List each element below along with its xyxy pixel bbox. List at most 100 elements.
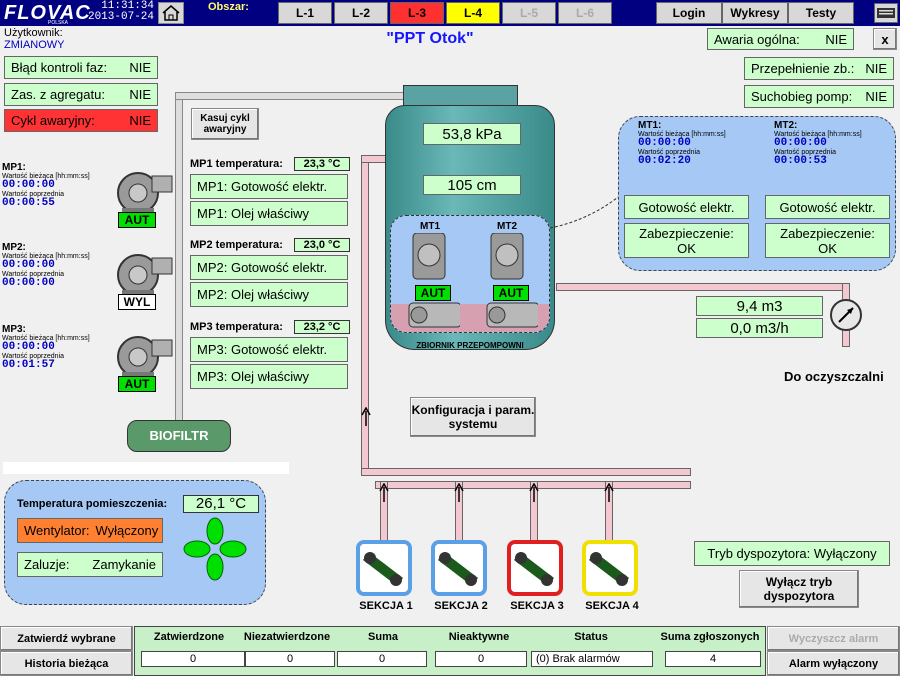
blower-mp2[interactable]: WYL: [108, 250, 174, 312]
line-3-button[interactable]: L-3: [390, 2, 444, 24]
biofilter[interactable]: BIOFILTR: [127, 420, 231, 452]
mp1-oil: MP1: Olej właściwy: [190, 201, 348, 226]
mp3-oil: MP3: Olej właściwy: [190, 364, 348, 389]
unconfirmed-count: 0: [245, 651, 335, 667]
room-temp-value: 26,1 °C: [183, 495, 259, 513]
column-header: Nieaktywne: [448, 631, 510, 643]
status-value: NIE: [129, 87, 151, 102]
login-button[interactable]: Login: [656, 2, 722, 24]
blower-icon: [117, 172, 173, 216]
pipe-outlet: [556, 283, 848, 291]
mp1-ready: MP1: Gotowość elektr.: [190, 174, 348, 199]
line-2-button[interactable]: L-2: [334, 2, 388, 24]
submersible-pump-icon: [486, 232, 540, 328]
previous-label: Wartość poprzednia: [638, 149, 700, 156]
status-value: NIE: [865, 61, 887, 76]
pump-mp3-timers: MP3: Wartość bieżąca [hh:mm:ss] 00:00:00…: [2, 325, 90, 371]
current-value: 00:00:00: [638, 137, 691, 149]
air-duct: [175, 92, 183, 422]
section-label: SEKCJA 2: [434, 600, 488, 612]
mp2-ready: MP2: Gotowość elektr.: [190, 255, 348, 280]
tests-button[interactable]: Testy: [788, 2, 854, 24]
line-6-button[interactable]: L-6: [558, 2, 612, 24]
confirm-selected-button[interactable]: Zatwierdź wybrane: [0, 626, 133, 651]
reset-emergency-cycle-button[interactable]: Kasuj cykl awaryjny: [191, 108, 259, 140]
mt1-timers: MT1: Wartość bieżąca [hh:mm:ss] 00:00:00…: [638, 121, 726, 167]
clear-alarm-button[interactable]: Wyczyszcz alarm: [767, 626, 900, 651]
keyboard-icon: [877, 8, 895, 18]
line-4-button[interactable]: L-4: [446, 2, 500, 24]
blank-strip: [3, 462, 289, 474]
blower-mp1[interactable]: AUT: [108, 168, 174, 230]
section-3[interactable]: SEKCJA 3: [507, 540, 567, 620]
section-1[interactable]: SEKCJA 1: [356, 540, 416, 620]
column-header: Niezatwierdzone: [243, 631, 331, 643]
protection-value: OK: [818, 240, 837, 256]
flow-volume: 9,4 m3: [696, 296, 823, 316]
keyboard-button[interactable]: [874, 3, 898, 23]
protection-label: Zabezpieczenie:: [639, 225, 734, 241]
mp2-temp-value: 23,0 °C: [294, 238, 350, 252]
alarm-status: (0) Brak alarmów: [531, 651, 653, 667]
gauge-icon: [830, 299, 862, 331]
charts-button[interactable]: Wykresy: [722, 2, 788, 24]
shutters-status[interactable]: Zaluzje:Zamykanie: [17, 552, 163, 577]
line-5-button[interactable]: L-5: [502, 2, 556, 24]
area-label: Obszar:: [208, 1, 249, 13]
current-label: Wartość bieżąca [hh:mm:ss]: [638, 131, 726, 138]
blower-icon: [117, 336, 173, 380]
shutters-value: Zamykanie: [92, 557, 156, 572]
section-label: SEKCJA 3: [510, 600, 564, 612]
protection-value: OK: [677, 240, 696, 256]
user-value: ZMIANOWY: [4, 39, 65, 51]
fan-value: Wyłączony: [95, 523, 159, 538]
previous-label: Wartość poprzednia: [2, 191, 64, 198]
mt-name: MT2:: [774, 120, 798, 131]
flow-arrow-up-icon: [454, 483, 464, 502]
pump-mt2[interactable]: AUT: [483, 232, 540, 331]
inactive-count: 0: [435, 651, 527, 667]
reported-total: 4: [665, 651, 761, 667]
previous-value: 00:00:53: [774, 155, 827, 167]
mt1-protection: Zabezpieczenie: OK: [624, 223, 749, 258]
mt2-timers: MT2: Wartość bieżąca [hh:mm:ss] 00:00:00…: [774, 121, 862, 167]
dispatcher-status: Tryb dyspozytora: Wyłączony: [694, 541, 890, 566]
mp2-temp-label: MP2 temperatura:: [190, 239, 283, 251]
status-label: Przepełnienie zb.:: [751, 61, 855, 76]
mt-name: MT1:: [638, 120, 662, 131]
disable-dispatcher-button[interactable]: Wyłącz tryb dyspozytora: [739, 570, 859, 608]
current-label: Wartość bieżąca [hh:mm:ss]: [2, 253, 90, 260]
mode-indicator: AUT: [493, 285, 529, 301]
flow-arrow-up-icon: [604, 483, 614, 502]
destination-label: Do oczyszczalni: [784, 369, 884, 384]
blower-mp3[interactable]: AUT: [108, 332, 174, 394]
home-button[interactable]: [158, 2, 184, 24]
section-4[interactable]: SEKCJA 4: [582, 540, 642, 620]
fan-status[interactable]: Wentylator:Wyłączony: [17, 518, 163, 543]
alarm-off-button[interactable]: Alarm wyłączony: [767, 651, 900, 676]
protection-label: Zabezpieczenie:: [780, 225, 875, 241]
previous-value: 00:00:00: [2, 277, 55, 289]
status-value: NIE: [865, 89, 887, 104]
flow-meter[interactable]: [829, 298, 863, 332]
mt2-label: MT2: [497, 221, 517, 232]
history-button[interactable]: Historia bieżąca: [0, 651, 133, 676]
section-pump-icon: [431, 540, 487, 596]
pump-mt1[interactable]: AUT: [405, 232, 462, 331]
section-2[interactable]: SEKCJA 2: [431, 540, 491, 620]
mode-indicator: AUT: [415, 285, 451, 301]
logo-subtitle: POLSKA: [48, 20, 69, 26]
tank-overflow-status: Przepełnienie zb.: NIE: [744, 57, 894, 80]
previous-value: 00:00:55: [2, 197, 55, 209]
configuration-button[interactable]: Konfiguracja i param. systemu: [410, 397, 536, 437]
user-info: Użytkownik: ZMIANOWY: [4, 27, 65, 51]
flow-arrow-up-icon: [361, 407, 371, 426]
close-button[interactable]: x: [873, 28, 897, 50]
home-icon: [162, 5, 180, 21]
tank-pressure: 53,8 kPa: [423, 123, 521, 145]
mt2-ready: Gotowość elektr.: [765, 195, 890, 219]
line-1-button[interactable]: L-1: [278, 2, 332, 24]
top-bar: FLOVAC POLSKA 11:31:34 2013-07-24 Obszar…: [0, 0, 900, 26]
mt2-protection: Zabezpieczenie: OK: [765, 223, 890, 258]
current-value: 00:00:00: [2, 179, 55, 191]
